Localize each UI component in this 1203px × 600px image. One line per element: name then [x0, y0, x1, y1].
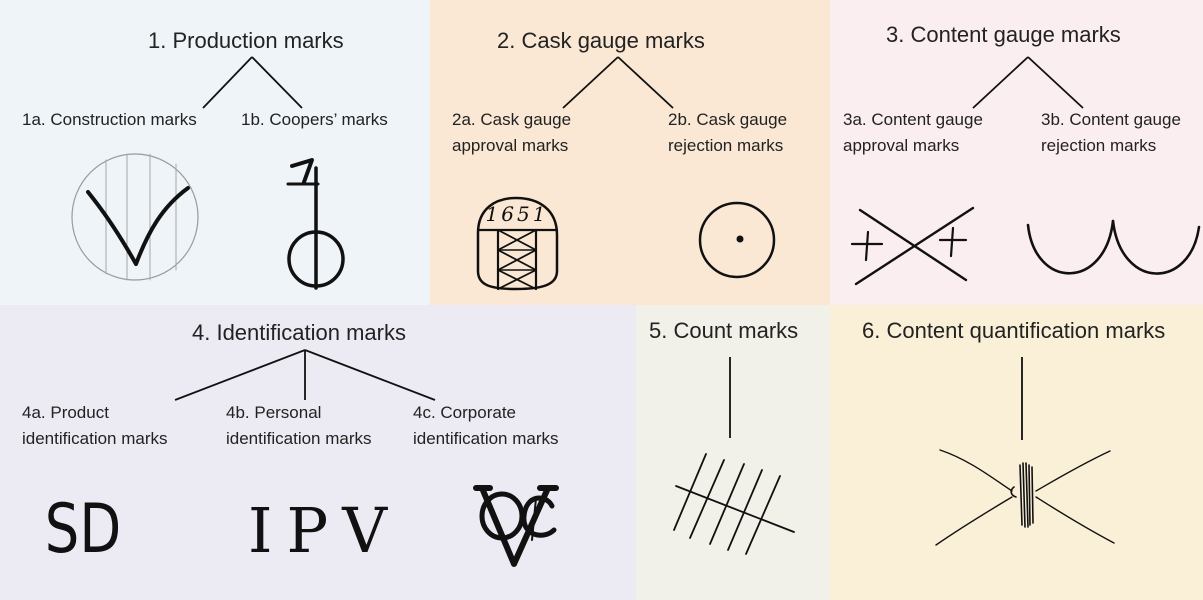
label-line: 1b. Coopers’ marks — [241, 110, 388, 129]
cross-plus-icon — [850, 206, 975, 286]
panel-content-gauge — [830, 0, 1203, 305]
label-cask-gauge-rejection: 2b. Cask gauge rejection marks — [668, 107, 787, 159]
product-id-mark-icon: SD — [45, 489, 121, 569]
panel-production — [0, 0, 430, 305]
circle-dot-icon — [698, 201, 776, 279]
product-id-text: SD — [45, 489, 121, 569]
label-line: 2b. Cask gauge — [668, 110, 788, 129]
title-count-marks: 5. Count marks — [649, 318, 799, 343]
label-construction-marks: 1a. Construction marks — [22, 107, 197, 133]
label-line: identification marks — [22, 429, 168, 448]
cooper-mark-icon — [286, 158, 345, 290]
construction-mark-v-icon — [71, 153, 199, 281]
label-line: 1a. Construction marks — [22, 110, 197, 129]
tally-marks-icon — [673, 453, 795, 555]
gauge-year-stamp-icon: 1651 — [476, 196, 559, 291]
knot-mark-icon — [935, 449, 1115, 546]
label-line: 4b. Personal — [226, 403, 322, 422]
label-line: identification marks — [226, 429, 372, 448]
label-coopers-marks: 1b. Coopers’ marks — [241, 107, 388, 133]
double-arc-icon — [1026, 219, 1201, 275]
label-line: 4c. Corporate — [413, 403, 516, 422]
personal-id-text: IPV — [248, 494, 401, 567]
label-line: 2a. Cask gauge — [452, 110, 572, 129]
panel-count — [636, 305, 830, 600]
title-production-marks: 1. Production marks — [148, 28, 344, 53]
voc-monogram-icon — [473, 485, 559, 567]
label-line: rejection marks — [1041, 136, 1157, 155]
label-content-gauge-approval: 3a. Content gauge approval marks — [843, 107, 983, 159]
label-product-identification: 4a. Product identification marks — [22, 400, 168, 452]
panel-content-quantification — [830, 305, 1203, 600]
label-line: approval marks — [452, 136, 569, 155]
panel-cask-gauge — [430, 0, 830, 305]
label-corporate-identification: 4c. Corporate identification marks — [413, 400, 559, 452]
label-line: 3a. Content gauge — [843, 110, 983, 129]
title-identification-marks: 4. Identification marks — [192, 320, 406, 345]
label-line: rejection marks — [668, 136, 784, 155]
label-line: 3b. Content gauge — [1041, 110, 1181, 129]
label-content-gauge-rejection: 3b. Content gauge rejection marks — [1041, 107, 1181, 159]
label-line: approval marks — [843, 136, 960, 155]
label-personal-identification: 4b. Personal identification marks — [226, 400, 372, 452]
label-line: identification marks — [413, 429, 559, 448]
label-cask-gauge-approval: 2a. Cask gauge approval marks — [452, 107, 571, 159]
title-content-quantification-marks: 6. Content quantification marks — [862, 318, 1166, 343]
title-content-gauge-marks: 3. Content gauge marks — [886, 22, 1121, 47]
label-line: 4a. Product — [22, 403, 109, 422]
gauge-year-text: 1651 — [486, 202, 549, 226]
title-cask-gauge-marks: 2. Cask gauge marks — [497, 28, 705, 53]
personal-id-mark-icon: IPV — [248, 494, 401, 567]
